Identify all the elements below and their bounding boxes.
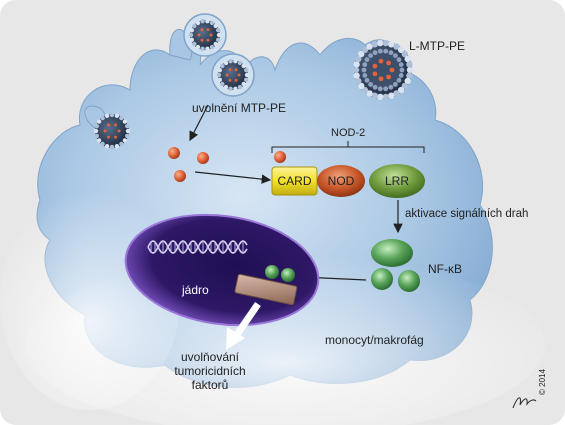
- mtp-pe-particle: [197, 152, 209, 164]
- output-label-line-2: tumoricidních: [174, 364, 246, 378]
- output-label-line-1: uvolňování: [180, 350, 240, 364]
- liposome-dots: [93, 19, 250, 150]
- nf-kb-complex: [371, 239, 420, 292]
- release-label: uvolnění MTP-PE: [192, 101, 287, 115]
- lrr-domain: [369, 164, 425, 198]
- output-label-line-3: faktorů: [191, 378, 229, 392]
- activation-label: aktivace signálních drah: [405, 208, 529, 220]
- nf-kb-label: NF-κB: [428, 262, 462, 276]
- nod-domain: [317, 165, 365, 197]
- lrr-label: LRR: [384, 174, 409, 188]
- card-label: CARD: [277, 174, 312, 188]
- liposome-icon: [218, 60, 248, 90]
- binding-arrow: [194, 171, 272, 184]
- output-label: uvolňování tumoricidních faktorů: [140, 350, 280, 392]
- nod2-label: NOD-2: [331, 127, 366, 139]
- nf-kb-nuclear: [265, 265, 279, 279]
- release-arrow: [189, 104, 209, 142]
- liposome-icon: [95, 114, 129, 148]
- nucleus-label: jádro: [182, 283, 209, 297]
- dna-helix-icon: [147, 240, 248, 254]
- artist-signature: [512, 397, 537, 409]
- cell-type-label: monocyt/makrofág: [325, 333, 424, 347]
- tumoricidal-factor-block: [234, 273, 298, 306]
- output-arrow: [226, 302, 261, 350]
- nod2-brace: [271, 141, 425, 153]
- liposome-icon: [190, 20, 220, 50]
- nod-label: NOD: [327, 174, 355, 188]
- copyright-label: © 2014: [538, 369, 547, 395]
- nf-kb-nuclear: [281, 268, 295, 282]
- liposome-surface-dots: [352, 39, 414, 101]
- bound-mtp-pe-particle: [274, 151, 286, 163]
- mtp-pe-particle: [168, 147, 180, 159]
- mtp-pe-particle: [174, 170, 186, 182]
- liposome-entering: [95, 114, 129, 148]
- l-mtp-pe-label: L-MTP-PE: [409, 39, 466, 53]
